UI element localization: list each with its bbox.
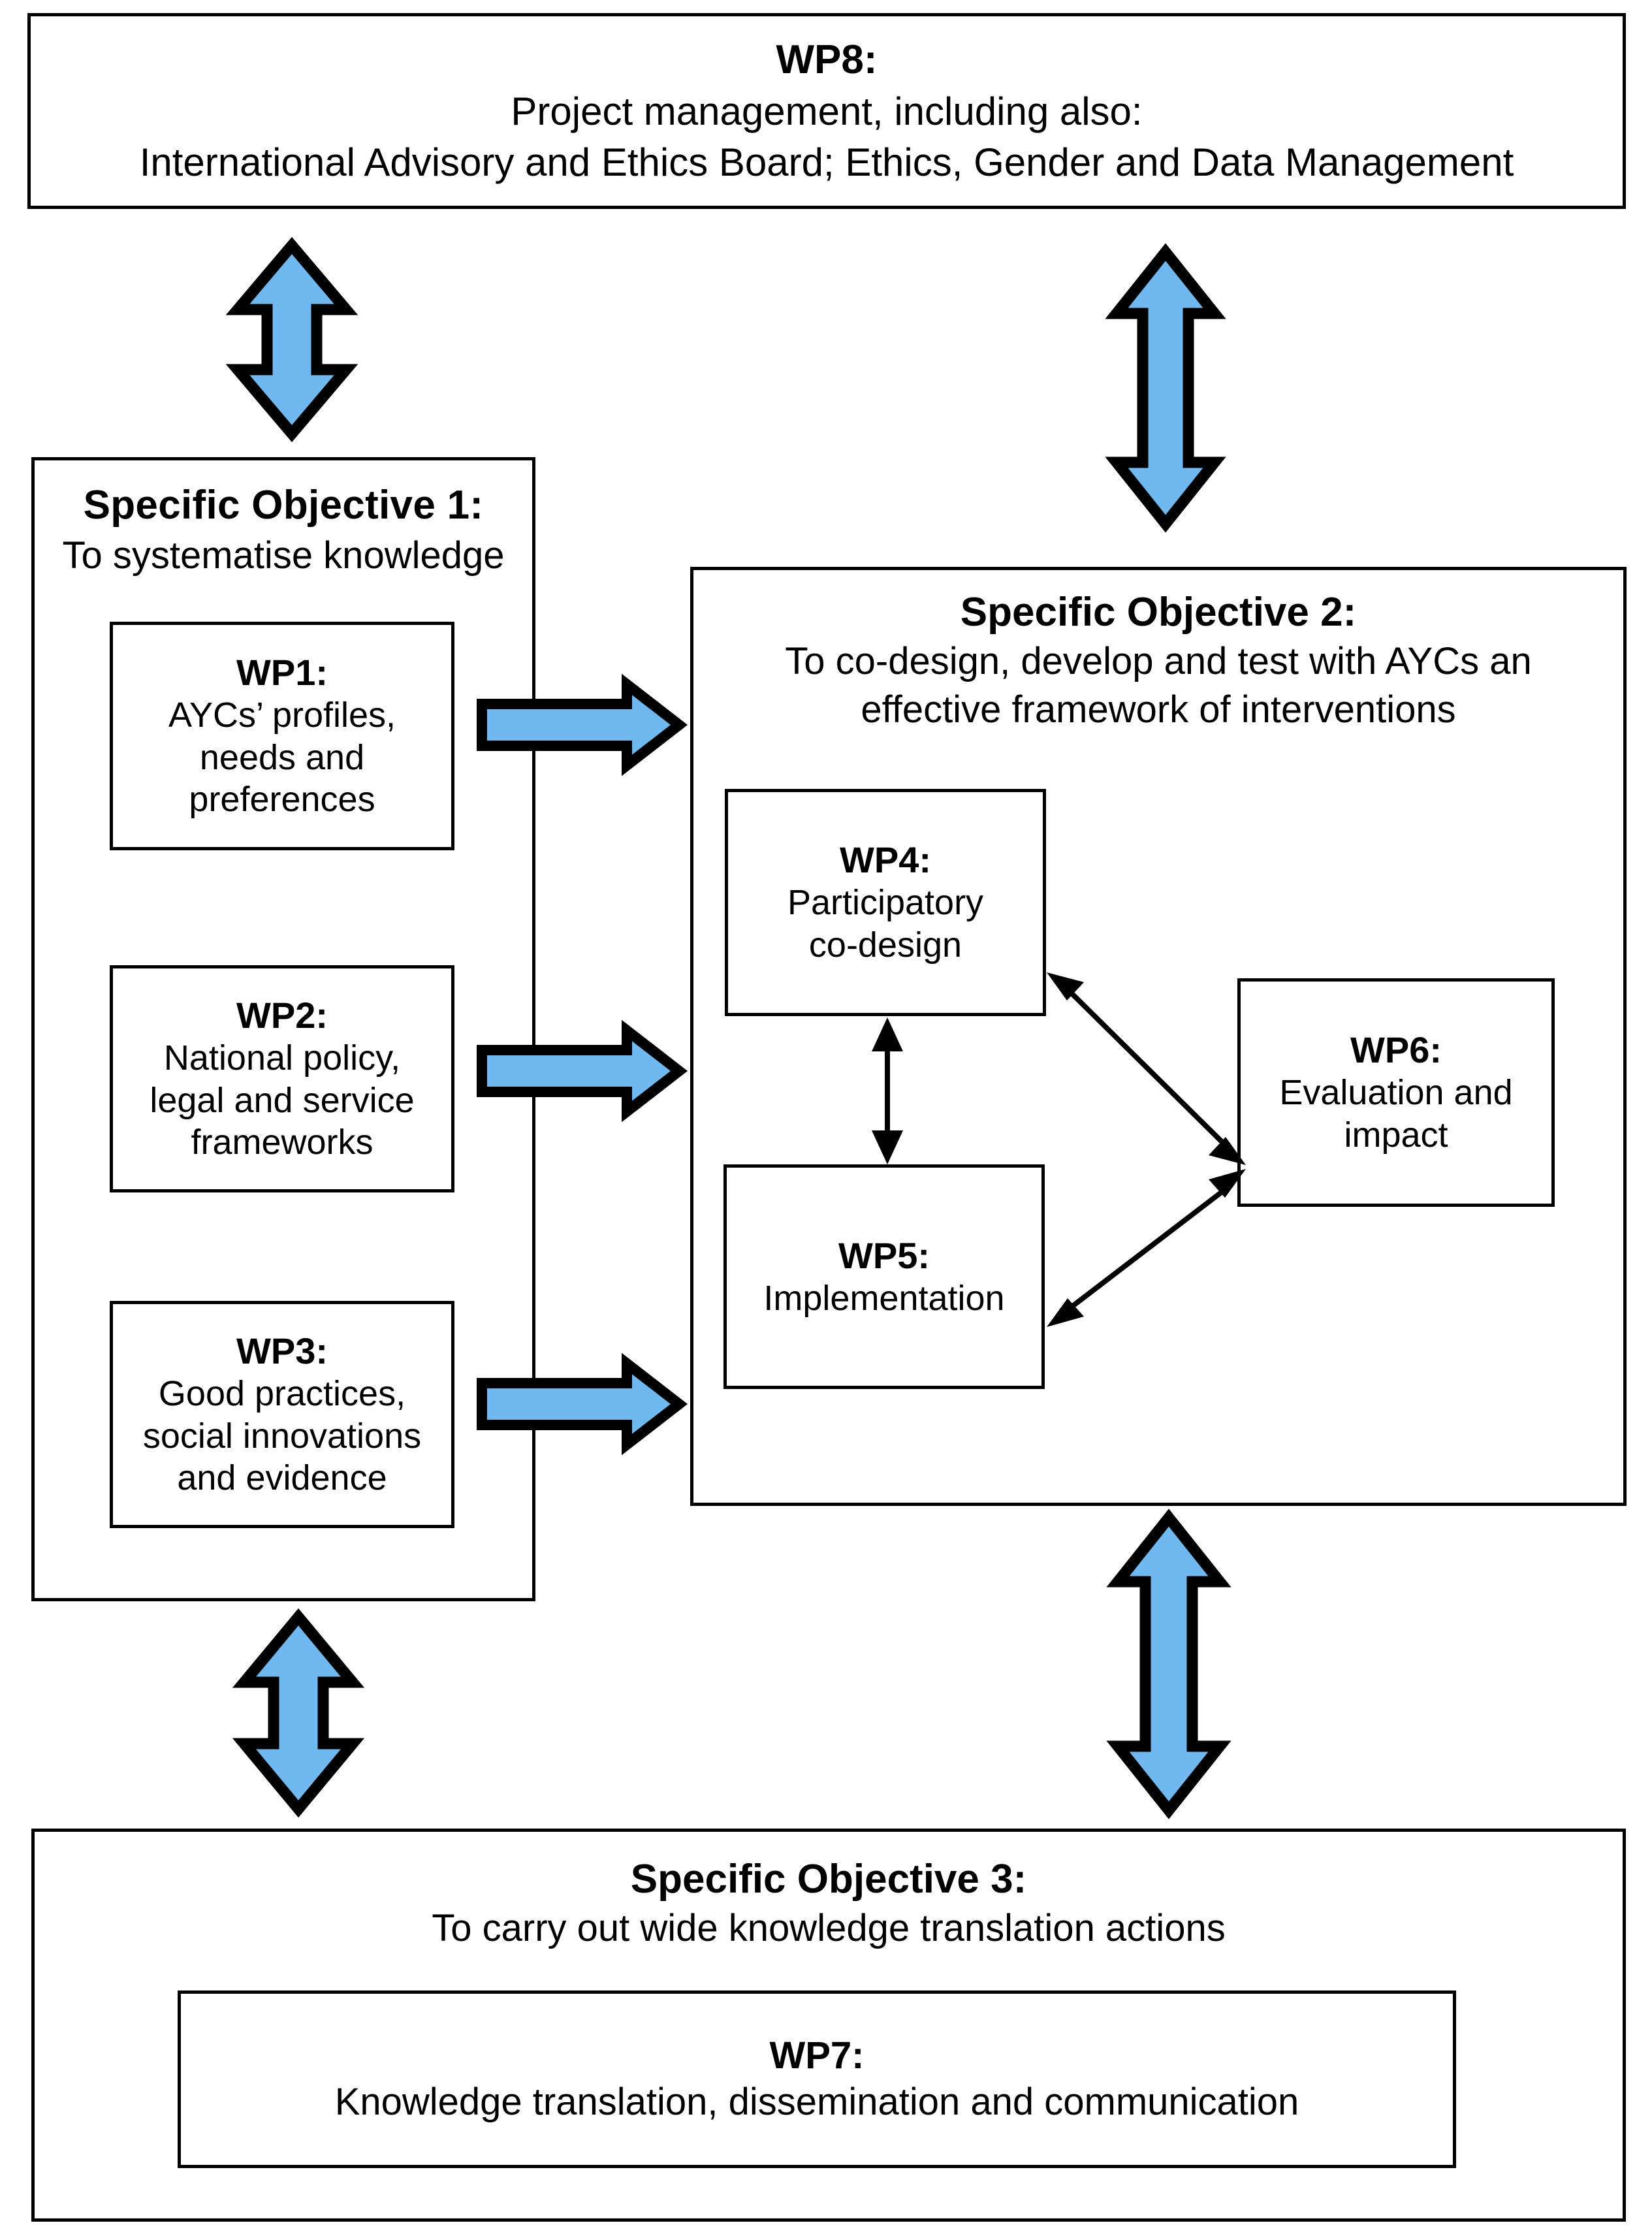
wp5-line1: Implementation <box>763 1278 1005 1318</box>
wp1-line2: needs and <box>199 737 365 777</box>
connector-objective2-to-objective3-icon <box>1106 1509 1231 1819</box>
objective2-title: Specific Objective 2: <box>960 590 1357 635</box>
wp4-title: WP4: <box>840 839 931 881</box>
wp3-box: WP3: Good practices, social innovations … <box>110 1301 454 1528</box>
wp4-line1: Participatory <box>787 883 984 923</box>
wp7-line1: Knowledge translation, dissemination and… <box>334 2081 1299 2124</box>
wp2-line2: legal and service <box>150 1080 415 1120</box>
wp1-box: WP1: AYCs’ profiles, needs and preferenc… <box>110 622 454 850</box>
wp3-title: WP3: <box>236 1330 328 1371</box>
wp4-box: WP4: Participatory co-design <box>725 789 1046 1016</box>
wp1-line1: AYCs’ profiles, <box>168 695 396 735</box>
wp8-title: WP8: <box>776 37 878 83</box>
wp2-line1: National policy, <box>163 1038 401 1078</box>
wp6-box: WP6: Evaluation and impact <box>1237 978 1555 1207</box>
wp4-line2: co-design <box>808 925 962 965</box>
wp3-line2: social innovations <box>142 1416 422 1456</box>
objective1-subtitle: To systematise knowledge <box>62 534 505 577</box>
connector-objective1-to-objective3-icon <box>232 1608 365 1818</box>
wp2-title: WP2: <box>236 994 328 1036</box>
wp5-title: WP5: <box>838 1234 930 1276</box>
wp5-box: WP5: Implementation <box>723 1164 1045 1389</box>
wp8-line2: International Advisory and Ethics Board;… <box>139 140 1514 184</box>
wp8-line1: Project management, including also: <box>511 89 1143 133</box>
wp1-title: WP1: <box>236 651 328 693</box>
connector-wp5-to-wp6-icon <box>1047 1169 1246 1327</box>
wp7-box: WP7: Knowledge translation, disseminatio… <box>178 1990 1456 2168</box>
wp2-line3: frameworks <box>191 1123 373 1162</box>
connector-wp1-to-objective2-icon <box>477 673 688 776</box>
wp8-box: WP8: Project management, including also:… <box>27 13 1626 209</box>
objective2-subtitle-line2: effective framework of interventions <box>861 688 1456 731</box>
wp1-line3: preferences <box>189 780 375 820</box>
wp6-line2: impact <box>1344 1115 1448 1155</box>
wp3-line1: Good practices, <box>158 1373 406 1413</box>
wp3-line3: and evidence <box>177 1458 387 1498</box>
wp6-title: WP6: <box>1350 1029 1442 1071</box>
connector-wp2-to-objective2-icon <box>477 1019 688 1123</box>
connector-wp8-to-objective2-icon <box>1105 243 1226 533</box>
connector-wp8-to-objective1-icon <box>225 236 358 443</box>
objective2-subtitle-line1: To co-design, develop and test with AYCs… <box>785 640 1532 683</box>
objective3-title: Specific Objective 3: <box>630 1857 1027 1902</box>
connector-wp4-to-wp6-icon <box>1047 972 1246 1165</box>
connector-wp3-to-objective2-icon <box>477 1352 688 1456</box>
connector-wp4-to-wp5-icon <box>872 1017 903 1164</box>
objective3-subtitle: To carry out wide knowledge translation … <box>432 1907 1226 1950</box>
wp7-title: WP7: <box>769 2034 865 2077</box>
wp2-box: WP2: National policy, legal and service … <box>110 965 454 1192</box>
objective1-title: Specific Objective 1: <box>83 483 484 528</box>
wp6-line1: Evaluation and <box>1279 1073 1513 1113</box>
